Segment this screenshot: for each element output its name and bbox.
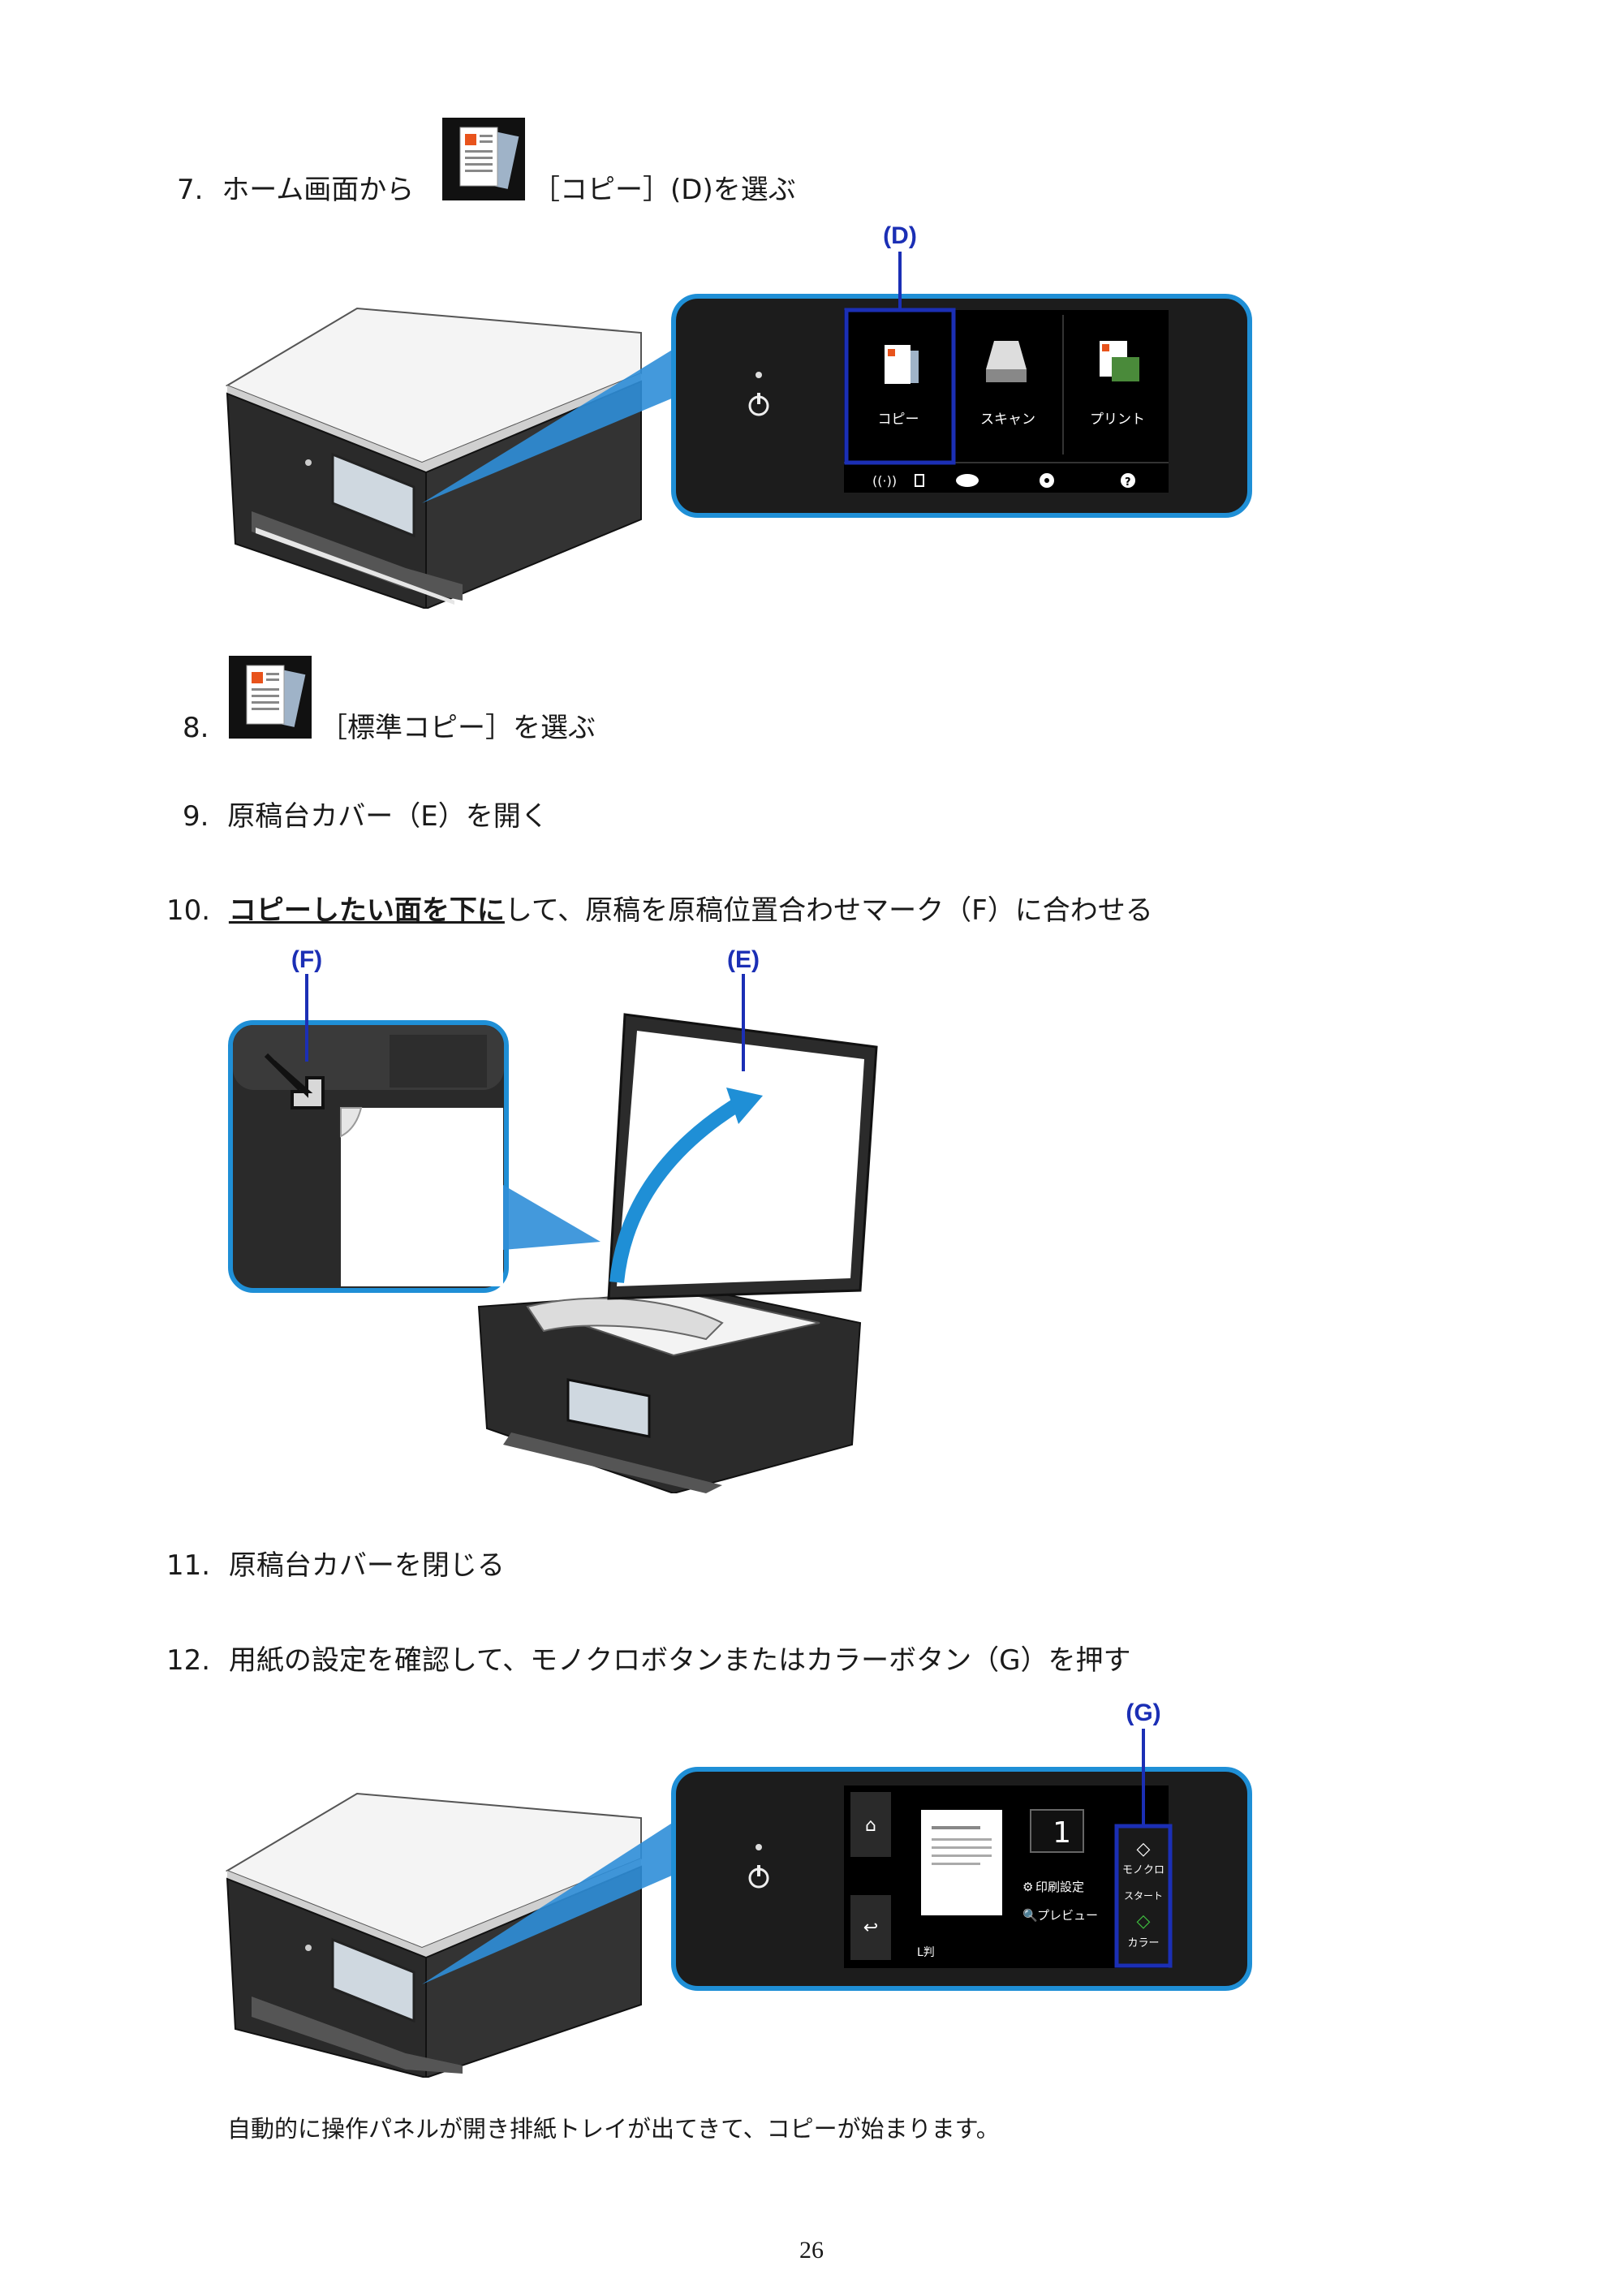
copy-count: 1 <box>1053 1816 1071 1850</box>
step-number: 9. <box>183 800 209 833</box>
figure-home-screen: コピー スキャン プリント ((·)) ? (D) <box>219 219 1258 612</box>
printer-illustration <box>225 307 642 610</box>
callout-f: (F) <box>291 946 322 973</box>
step-text: 用紙の設定を確認して、モノクロボタンまたはカラーボタン（G）を押す <box>228 1644 1131 1677</box>
step-12: 12. 用紙の設定を確認して、モノクロボタンまたはカラーボタン（G）を押す <box>166 1641 1131 1680</box>
preview-label: プレビュー <box>1037 1908 1098 1923</box>
color-label: カラー <box>1127 1937 1159 1949</box>
step-number: 7. <box>177 174 204 206</box>
document-preview <box>921 1810 1002 1915</box>
step-8: 8. <box>183 709 209 747</box>
figure-start-buttons: ⌂ ↩ L判 1 ⚙ 印刷設定 🔍 プレビュー ◇ モノクロ スタート ◇ カラ… <box>219 1688 1258 2081</box>
tile-label-scan: スキャン <box>980 411 1035 428</box>
gear-icon: ⚙ <box>1022 1880 1033 1894</box>
standard-copy-icon <box>229 656 312 742</box>
alignment-mark-icon <box>264 1053 325 1109</box>
help-icon <box>1121 473 1135 488</box>
print-settings-label: 印刷設定 <box>1035 1880 1084 1894</box>
callout-e: (E) <box>727 946 760 973</box>
step-7-post: ［コピー］(D)を選ぶ <box>532 170 796 209</box>
page-number: 26 <box>799 2237 824 2264</box>
step-8-post: ［標準コピー］を選ぶ <box>320 709 596 747</box>
power-icon <box>748 1865 769 1889</box>
step-text: ホーム画面から <box>222 174 415 206</box>
step-11: 11. 原稿台カバーを閉じる <box>166 1546 505 1585</box>
start-label: スタート <box>1124 1890 1163 1902</box>
step-number: 12. <box>166 1644 211 1677</box>
step-text: ［コピー］(D)を選ぶ <box>532 174 796 206</box>
step-10: 10. コピーしたい面を下にして、原稿を原稿位置合わせマーク（F）に合わせる <box>166 891 1153 930</box>
device-icon <box>915 474 924 487</box>
printer-illustration <box>225 1792 642 2079</box>
print-tile-icon <box>1100 341 1139 381</box>
home-icon: ⌂ <box>865 1816 876 1836</box>
figure-open-cover: (F) (E) <box>219 941 933 1497</box>
step-9: 9. 原稿台カバー（E）を開く <box>183 797 549 836</box>
step-text: 原稿台カバーを閉じる <box>228 1549 505 1582</box>
step-text: ［標準コピー］を選ぶ <box>320 712 596 744</box>
result-note: 自動的に操作パネルが開き排紙トレイが出てきて、コピーが始まります。 <box>227 2115 1000 2143</box>
back-icon: ↩ <box>863 1918 878 1938</box>
mono-start-icon: ◇ <box>1137 1839 1151 1859</box>
copy-tile-icon <box>885 345 919 384</box>
tile-label-print: プリント <box>1090 411 1145 428</box>
paper-size-label: L判 <box>917 1946 935 1959</box>
step-number: 8. <box>183 712 209 744</box>
step-text: 原稿台カバー（E）を開く <box>227 800 549 833</box>
step-emphasis: コピーしたい面を下に <box>228 894 505 927</box>
tile-label-copy: コピー <box>878 411 919 428</box>
scan-tile-icon <box>986 341 1027 382</box>
step-text: して、原稿を原稿位置合わせマーク（F）に合わせる <box>504 894 1153 927</box>
step-number: 11. <box>166 1549 211 1582</box>
callout-d: (D) <box>883 222 917 249</box>
callout-g: (G) <box>1126 1699 1160 1726</box>
cloud-icon <box>956 474 979 487</box>
step-number: 10. <box>166 894 211 927</box>
power-icon <box>748 393 769 416</box>
wireless-icon: ((·)) <box>872 473 897 489</box>
color-start-icon: ◇ <box>1137 1911 1151 1932</box>
copy-icon <box>442 118 525 204</box>
step-7: 7. ホーム画面から <box>177 170 414 209</box>
svg-text:?: ? <box>1125 476 1131 489</box>
preview-icon: 🔍 <box>1022 1907 1038 1923</box>
mono-label: モノクロ <box>1122 1864 1165 1876</box>
